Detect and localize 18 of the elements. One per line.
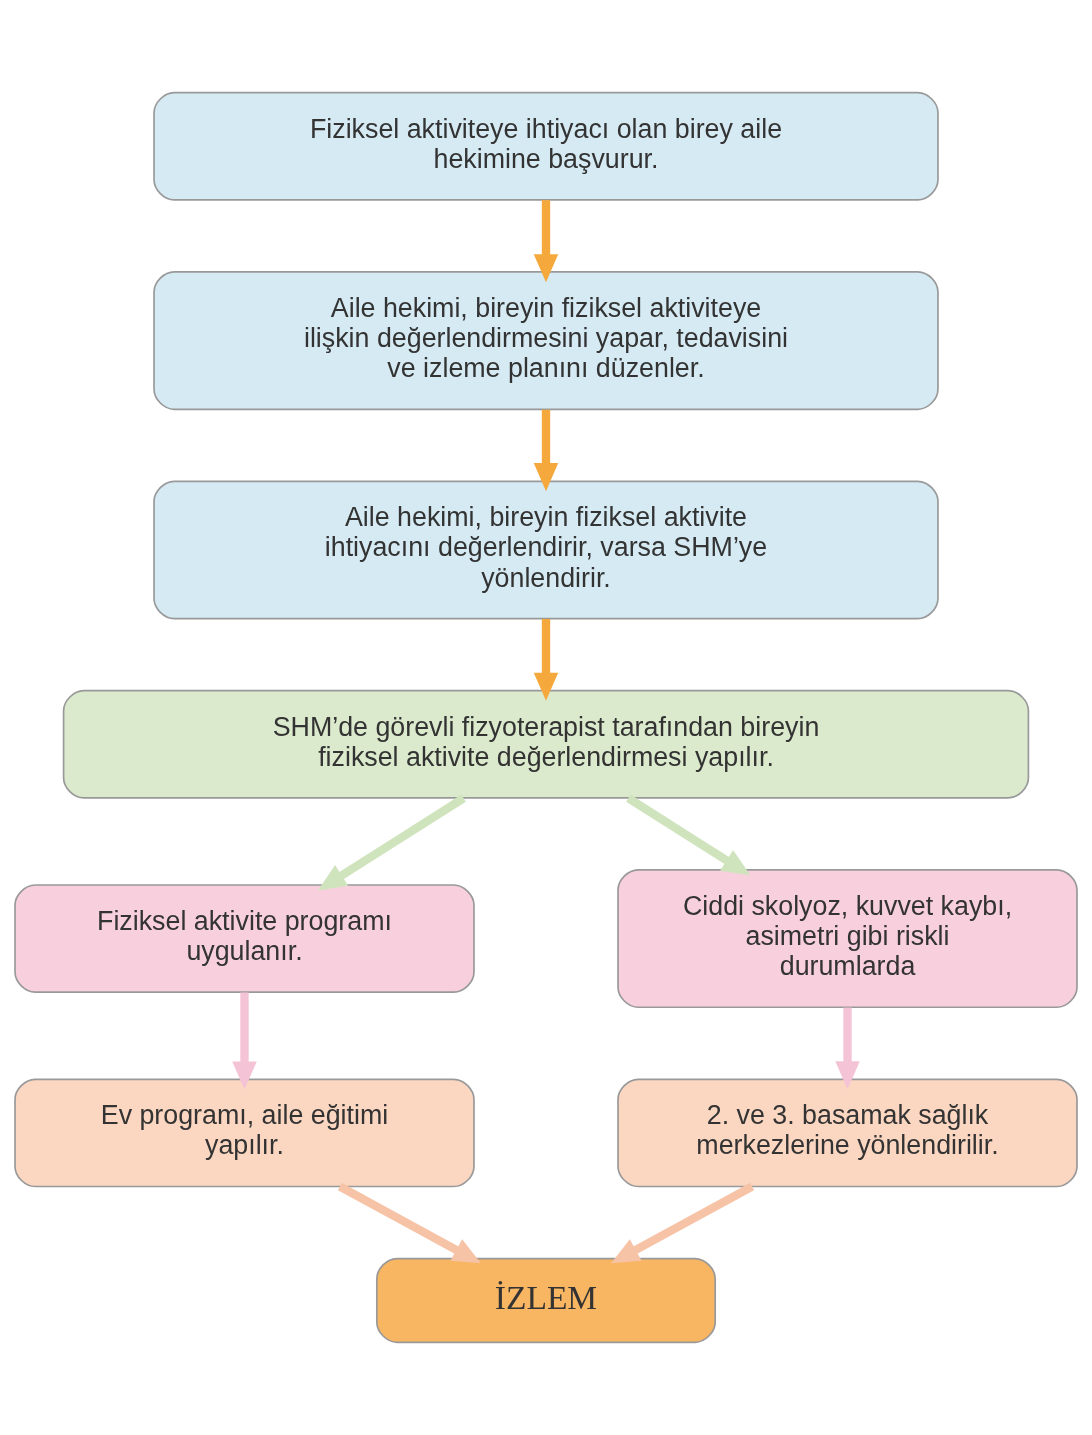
node-box: Ev programı, aile eğitimi yapılır.: [14, 1078, 475, 1188]
node-box: Aile hekimi, bireyin fiziksel aktiviteye ilişkin değerlendirmesini yapar, tedavisini ve izleme planını düzenler.: [153, 271, 939, 411]
arrow: [317, 794, 466, 891]
node-box: SHM’de görevli fizyoterapist tarafından bireyin fiziksel aktivite değerlendirmesi yapılır.: [62, 689, 1030, 799]
arrow: [611, 1182, 755, 1264]
arrow: [337, 1182, 481, 1264]
node-box: Fiziksel aktiviteye ihtiyacı olan birey aile hekimine başvurur.: [153, 91, 939, 201]
arrow: [626, 794, 751, 876]
arrow: [232, 992, 257, 1090]
node-box: Ciddi skolyoz, kuvvet kaybı, asimetri gibi riskli durumlarda: [617, 869, 1078, 1009]
node-box: İZLEM: [376, 1257, 716, 1344]
arrow: [835, 1007, 860, 1090]
arrow: [533, 409, 559, 492]
arrow: [533, 619, 559, 701]
arrow: [533, 200, 559, 283]
node-box: 2. ve 3. basamak sağlık merkezlerine yönlendirilir.: [617, 1078, 1078, 1188]
node-box: Fiziksel aktivite programı uygulanır.: [14, 884, 475, 994]
node-box: Aile hekimi, bireyin fiziksel aktivite ihtiyacını değerlendirir, varsa SHM’ye yönlendirir.: [153, 480, 939, 620]
